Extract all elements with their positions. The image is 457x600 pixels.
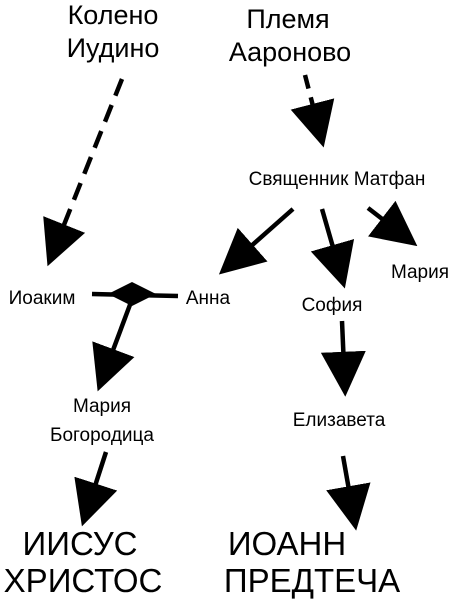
maria-daughter-label: Мария [391, 262, 449, 283]
john-forerunner-line1: ИОАНН [228, 525, 346, 562]
arrow-matfan-to-anna [218, 207, 295, 275]
arrow-elizaveta-to-john [326, 455, 371, 531]
arrow-matfan-to-maria [366, 200, 418, 247]
arrow-aaron-to-matfan [290, 74, 335, 148]
matfan-label: Священник Матфан [249, 169, 426, 190]
maria-theotokos-line2: Богородица [50, 425, 154, 446]
john-forerunner-line2: ПРЕДТЕЧА [224, 562, 400, 599]
tribe-judah-line1: Колено [68, 0, 159, 30]
maria-theotokos-line1: Мария [73, 396, 131, 417]
tribe-aaron-line1: Племя [246, 4, 329, 34]
sofia-label: София [302, 295, 363, 316]
tribe-aaron-line2: Аароново [229, 37, 351, 67]
jesus-christ-line2: ХРИСТОС [4, 562, 163, 599]
arrow-matfan-to-sofia [310, 208, 355, 289]
arrow-union-to-maria-theotokos [92, 301, 135, 392]
tribe-judah-line2: Иудино [67, 33, 160, 63]
marriage-union-marker [108, 282, 156, 306]
arrow-maria-to-jesus [74, 451, 118, 527]
elizaveta-label: Елизавета [293, 410, 386, 431]
anna-label: Анна [186, 288, 231, 309]
arrow-sofia-to-elizaveta [320, 320, 366, 397]
ioakim-label: Иоаким [9, 288, 76, 309]
jesus-christ-line1: ИИСУС [23, 525, 138, 562]
arrow-judah-to-ioakim [43, 78, 125, 267]
